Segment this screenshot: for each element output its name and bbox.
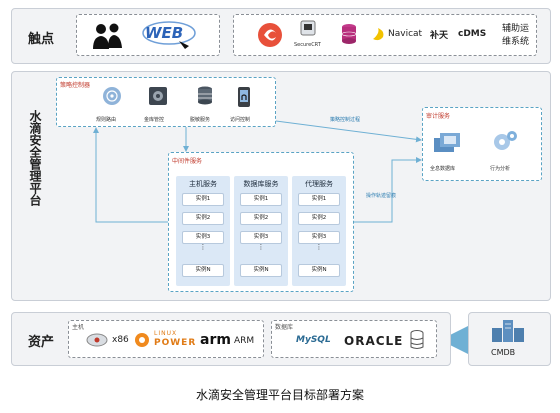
power-label: POWER — [154, 338, 197, 348]
host-instance-2: 实例2 — [182, 212, 224, 225]
navicat-label: Navicat — [388, 29, 423, 39]
ellipsis-dots: ⋮ — [257, 243, 265, 251]
ops-system-label-1: 辅助运 — [502, 24, 530, 34]
masking-icon — [198, 86, 212, 105]
holographic-db-label: 全息数据库 — [430, 166, 456, 172]
policy-controller-title: 策略控制器 — [60, 82, 91, 89]
oracle-logo: ORACLE — [344, 334, 404, 348]
ellipsis-dots: ⋮ — [199, 243, 207, 251]
assets-title: 资产 — [28, 335, 55, 350]
diagram-caption: 水滴安全管理平台目标部署方案 — [195, 388, 364, 402]
routing-icon — [103, 87, 121, 105]
host-instance-1: 实例1 — [182, 193, 224, 206]
cmdb-label: CMDB — [491, 348, 516, 357]
cdms-label: cDMS — [458, 29, 487, 39]
database-icon — [410, 330, 424, 349]
swirl-logo-icon — [258, 23, 282, 47]
users-icon — [93, 23, 122, 49]
ops-system-label-2: 维系统 — [502, 37, 530, 47]
host-instance-3: 实例3 — [182, 231, 224, 244]
behavior-analysis-label: 行为分析 — [490, 166, 511, 172]
db-service-column: 数据库服务 实例1 实例2 实例3 ⋮ 实例N — [234, 176, 288, 286]
proxy-instance-1: 实例1 — [298, 193, 340, 206]
navicat-icon — [373, 28, 384, 41]
middleware-to-audit-arrow — [354, 157, 422, 223]
audit-title: 审计服务 — [426, 113, 451, 120]
securecrt-label: SecureCRT — [294, 42, 321, 48]
web-icon: WEB — [139, 19, 199, 51]
ellipsis-dots: ⋮ — [315, 243, 323, 251]
cmdb-server-icon — [492, 320, 524, 342]
mysql-logo: MySQL — [296, 335, 331, 345]
middleware-title: 中间件服务 — [172, 158, 203, 165]
web-label: WEB — [145, 24, 184, 42]
masking-label: 脱敏服务 — [190, 117, 211, 123]
policy-flow-label: 策略控制过程 — [330, 117, 361, 123]
arm-label: ARM — [234, 336, 255, 346]
db-assets-label: 数据库 — [275, 324, 294, 331]
proxy-instance-3: 实例3 — [298, 231, 340, 244]
middleware-flow-label: 操作轨迹留痕 — [366, 193, 397, 199]
proxy-service-title: 代理服务 — [305, 180, 333, 188]
proxy-service-column: 代理服务 实例1 实例2 实例3 ⋮ 实例N — [292, 176, 346, 286]
middleware-to-policy-arrow — [93, 127, 168, 223]
behavior-analysis-icon — [494, 131, 517, 150]
policy-to-audit-arrow — [275, 120, 422, 143]
database-app-icon — [341, 24, 357, 44]
db-instance-1: 实例1 — [240, 193, 282, 206]
host-service-column: 主机服务 实例1 实例2 实例3 ⋮ 实例N — [176, 176, 230, 286]
vault-icon — [149, 87, 167, 105]
touch-tools-box: SecureCRT Navicat 补天 cDMS 辅助运 维系统 — [233, 14, 537, 56]
touch-user-box: WEB — [76, 14, 220, 56]
routing-label: 规则路由 — [96, 117, 117, 123]
power-icon — [135, 333, 149, 347]
platform-title: 水滴安全管理平台 — [28, 110, 42, 206]
securecrt-icon — [300, 20, 316, 36]
db-service-title: 数据库服务 — [243, 180, 279, 188]
host-service-title: 主机服务 — [189, 180, 217, 188]
host-instance-n: 实例N — [182, 264, 224, 277]
host-assets-label: 主机 — [72, 324, 85, 331]
butian-label: 补天 — [430, 31, 449, 41]
db-instance-n: 实例N — [240, 264, 282, 277]
arm-logo: arm — [200, 332, 231, 348]
access-control-icon — [238, 87, 250, 107]
proxy-instance-2: 实例2 — [298, 212, 340, 225]
db-instance-2: 实例2 — [240, 212, 282, 225]
holographic-db-icon — [434, 133, 460, 152]
proxy-instance-n: 实例N — [298, 264, 340, 277]
touch-title: 触点 — [28, 32, 55, 47]
db-assets-box — [271, 320, 437, 358]
vault-label: 金库管控 — [144, 117, 165, 123]
db-instance-3: 实例3 — [240, 231, 282, 244]
x86-label: x86 — [112, 335, 129, 345]
access-control-label: 访问控制 — [230, 117, 251, 123]
linux-label: LINUX — [154, 330, 178, 337]
x86-icon — [86, 333, 108, 347]
